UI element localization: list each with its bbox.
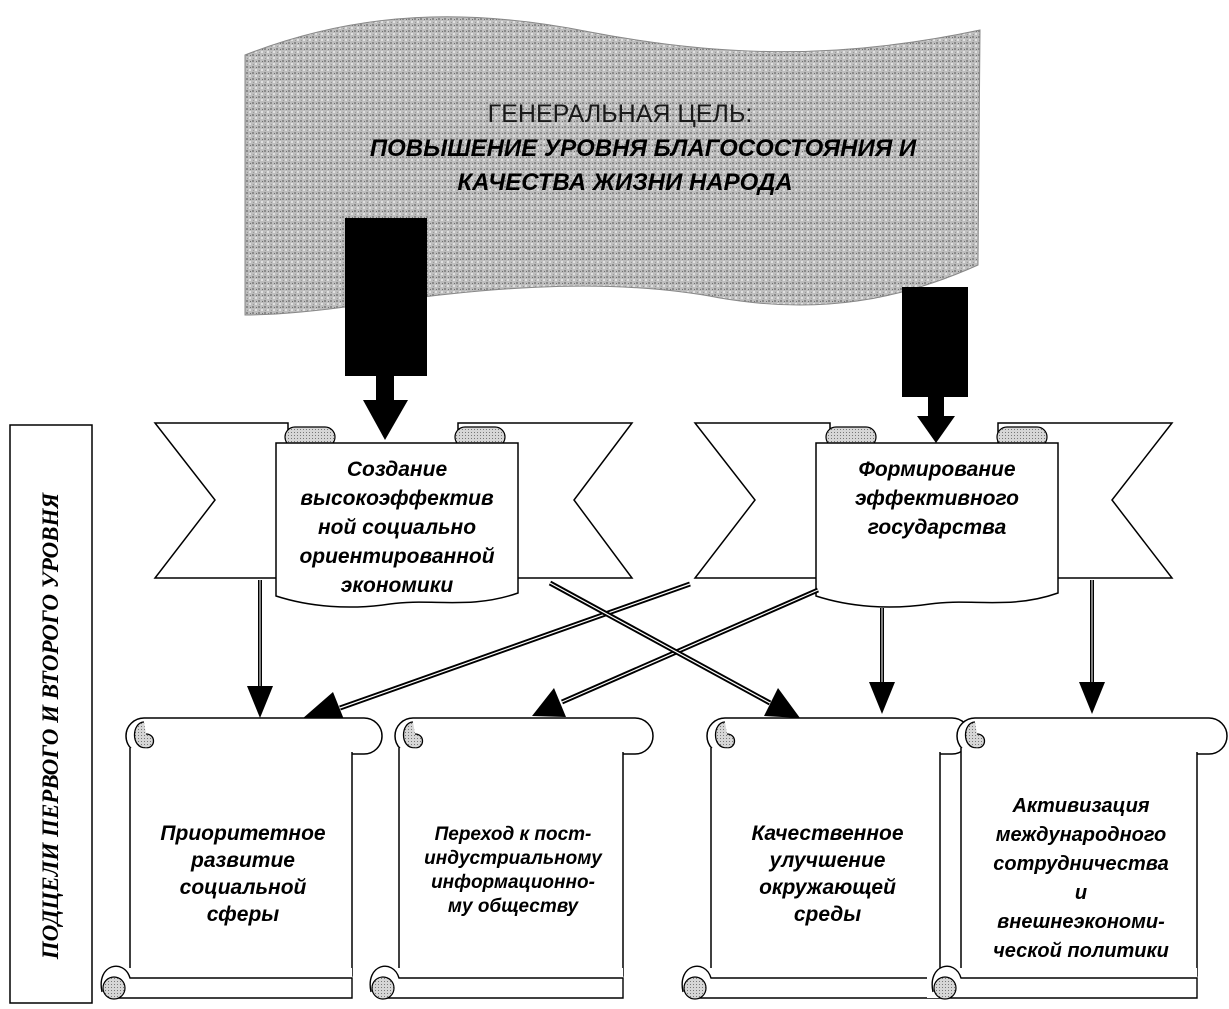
level1-state-text-line: Формирование <box>858 458 1015 481</box>
scroll-bottom-roll <box>100 965 353 999</box>
level1-state-text-line: государства <box>868 516 1007 539</box>
scroll-bottom-roll <box>931 965 1198 999</box>
scroll-curl-icon <box>964 721 986 749</box>
level2-text-line: ческой политики <box>993 940 1169 962</box>
goal-heading: ГЕНЕРАЛЬНАЯ ЦЕЛЬ: <box>488 100 753 128</box>
level2-goal-international: Активизация международного сотрудничества и… <box>927 717 1228 1000</box>
arrow-state-to-social <box>302 581 691 722</box>
scroll-curl-icon <box>102 976 126 1000</box>
scroll-curl-icon <box>933 976 957 1000</box>
level2-text-line: внешнеэкономи- <box>997 911 1165 933</box>
scroll-top-roll <box>956 717 1228 755</box>
level2-text-line: развитие <box>190 849 295 872</box>
level2-text-line: международного <box>996 824 1167 846</box>
level2-text-line: и <box>1075 882 1087 904</box>
scroll-bottom-roll <box>681 965 941 999</box>
arrow-state-to-postindustrial <box>532 587 820 717</box>
level1-economy-text-line: ной социально <box>318 516 476 539</box>
level1-economy-text-line: экономики <box>341 574 454 597</box>
ribbon-left-wing <box>693 422 831 579</box>
scroll-curl-icon <box>402 721 424 749</box>
ribbon-left-wing <box>153 422 289 579</box>
level2-text-line: Переход к пост- <box>435 824 592 845</box>
level1-text-economy: Создание высокоэффектив ной социально ориен… <box>299 458 494 597</box>
level2-text-line: сотрудничества <box>993 853 1168 875</box>
level2-text-line: социальной <box>180 876 307 899</box>
scroll-bottom-roll <box>369 965 624 999</box>
level1-text-state: Формирование эффективного государства <box>855 458 1019 539</box>
scroll-body <box>815 442 1059 608</box>
arrow-state-to-ecology <box>869 608 895 714</box>
scroll-curl-icon <box>714 721 736 749</box>
goal-connector-right <box>902 287 968 443</box>
level2-text-line: индустриальному <box>424 848 603 869</box>
goal-line-1: ПОВЫШЕНИЕ УРОВНЯ БЛАГОСОСТОЯНИЯ И <box>370 135 917 162</box>
level2-text-line: Активизация <box>1011 795 1149 817</box>
level2-goal-ecology: Качественное улучшение окружающей среды <box>677 717 971 1000</box>
level2-text-line: улучшение <box>769 849 886 872</box>
side-label-box: ПОДЦЕЛИ ПЕРВОГО И ВТОРОГО УРОВНЯ <box>9 424 93 1004</box>
level2-goal-postindustrial: Переход к пост-индустриальному информацио… <box>365 717 654 1000</box>
level1-state-text-line: эффективного <box>855 487 1019 510</box>
arrow-economy-to-ecology <box>548 580 800 718</box>
level1-economy-text-line: Создание <box>347 458 448 481</box>
general-goal-banner: ГЕНЕРАЛЬНАЯ ЦЕЛЬ: ПОВЫШЕНИЕ УРОВНЯ БЛАГО… <box>244 16 981 316</box>
level2-text-line: сферы <box>207 903 279 926</box>
scroll-curl-icon <box>133 721 155 749</box>
scroll-curl-icon <box>371 976 395 1000</box>
level1-economy-text-line: высокоэффектив <box>300 487 494 510</box>
scroll-curl-icon <box>683 976 707 1000</box>
arrow-economy-to-social <box>247 580 273 718</box>
side-label: ПОДЦЕЛИ ПЕРВОГО И ВТОРОГО УРОВНЯ <box>38 492 63 961</box>
level1-goal-economy: Создание высокоэффектив ной социально ориен… <box>153 422 634 608</box>
level2-text-line: му обществу <box>448 896 580 917</box>
level2-text-line: среды <box>794 903 861 926</box>
level2-text-line: окружающей <box>759 876 896 899</box>
scroll-top-roll <box>394 717 654 755</box>
level2-goal-social: Приоритетное развитие социальной сферы <box>96 717 383 1000</box>
arrow-state-to-international <box>1079 580 1105 714</box>
scroll-body <box>275 442 519 608</box>
level2-text-line: Приоритетное <box>160 822 326 845</box>
scroll-top-roll <box>706 717 971 755</box>
level2-text-line: Качественное <box>751 822 903 845</box>
goal-connector-left <box>345 218 427 440</box>
level1-economy-text-line: ориентированной <box>299 545 494 568</box>
scroll-top-roll <box>125 717 383 755</box>
level1-goal-state: Формирование эффективного государства <box>693 422 1174 608</box>
level2-text-line: информационно- <box>431 872 595 893</box>
goal-line-2: КАЧЕСТВА ЖИЗНИ НАРОДА <box>457 169 792 196</box>
